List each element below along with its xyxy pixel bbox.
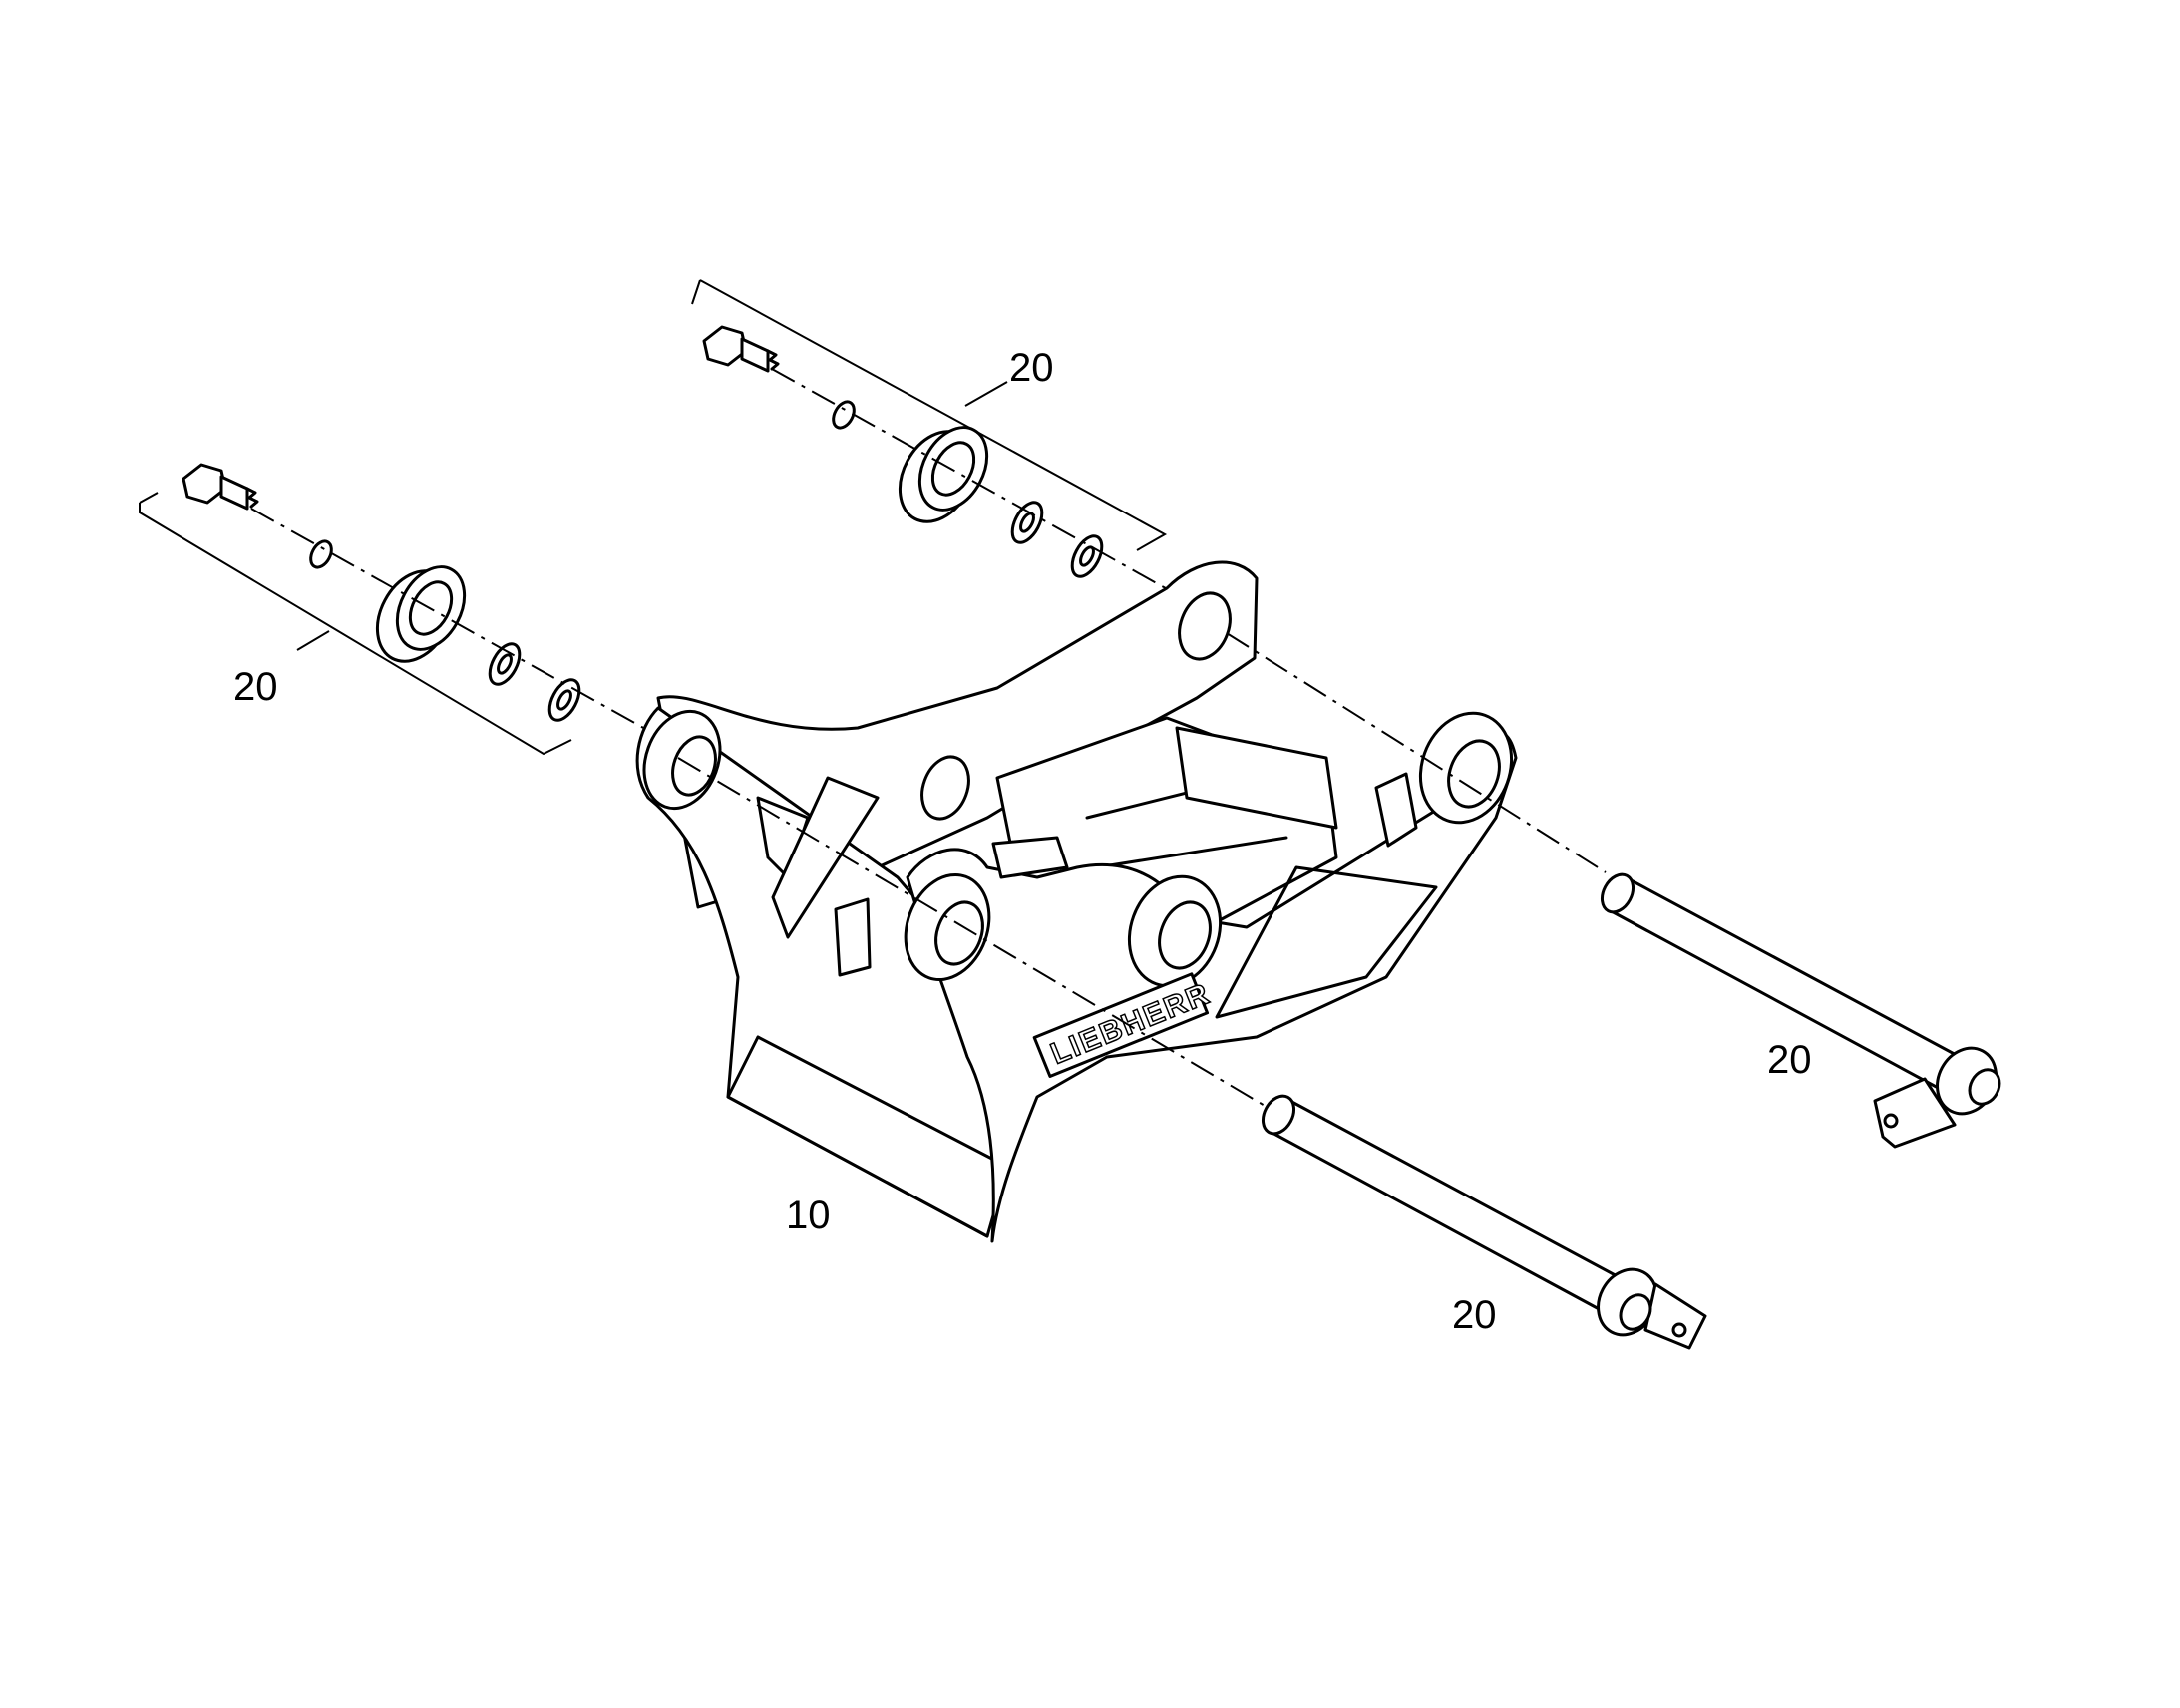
lock-block — [1374, 772, 1418, 848]
group-bracket-top-end — [691, 279, 701, 305]
bolt-top — [702, 325, 780, 373]
pin-right — [1600, 872, 2001, 1149]
bushing-left — [375, 565, 467, 663]
back-mid-bore — [920, 755, 970, 821]
centerline-left — [250, 508, 689, 754]
fastener-group-top — [691, 279, 1208, 612]
leader-line-left — [296, 630, 330, 651]
lock-washer-top — [832, 400, 856, 430]
group-bracket-left — [139, 503, 572, 756]
group-bracket-left-end — [139, 492, 159, 504]
centerline-top — [771, 368, 1208, 612]
rear-right-bore — [1447, 739, 1501, 809]
valve-block — [991, 836, 1069, 879]
diamond-cutout — [1215, 865, 1438, 1019]
callout-10-frame: 10 — [786, 1194, 831, 1237]
front-right-bore — [934, 900, 984, 966]
wedge-block — [834, 897, 872, 977]
callout-20-top: 20 — [1009, 346, 1054, 390]
group-bracket-top — [699, 279, 1168, 551]
front-left-bore — [671, 735, 717, 797]
centerline-lower-pin — [677, 757, 1268, 1108]
leader-line-top — [964, 381, 1008, 407]
callout-20-bottom-pin: 20 — [1452, 1293, 1497, 1337]
fastener-group-left — [139, 463, 689, 756]
lock-washer-left — [309, 539, 333, 569]
cross-plate — [1175, 726, 1338, 830]
pin-right-tab — [1873, 1077, 1957, 1149]
bolt-left — [182, 463, 259, 511]
gusset-left-2 — [771, 776, 880, 939]
centerline-upper-pin — [1226, 632, 1607, 873]
callout-20-left: 20 — [233, 665, 278, 709]
quick-coupler-frame: LIEBHERR — [635, 560, 1518, 1243]
mid-right-bore — [1158, 900, 1212, 970]
pin-bottom-tab — [1643, 1282, 1707, 1350]
bushing-top — [898, 426, 989, 523]
pin-bottom — [1261, 1094, 1707, 1350]
callout-20-right-pin: 20 — [1767, 1038, 1812, 1082]
